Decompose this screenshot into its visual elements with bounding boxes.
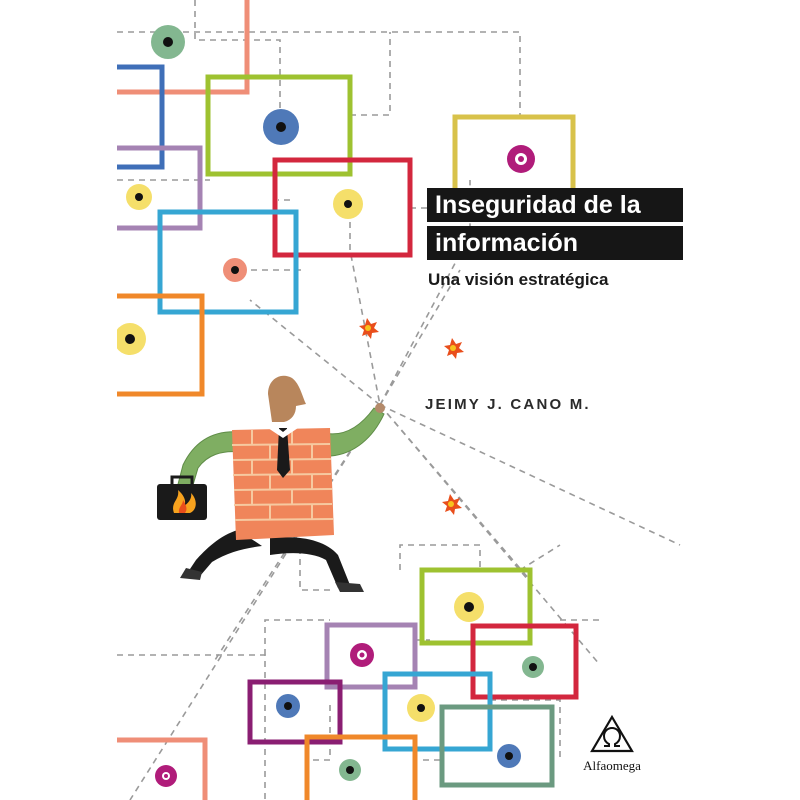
book-title-line-1: Inseguridad de la <box>427 188 683 222</box>
alfaomega-omega-icon <box>590 714 634 753</box>
publisher-name: Alfaomega <box>583 758 641 773</box>
book-author: JEIMY J. CANO M. <box>425 396 591 413</box>
node-dots-bottom <box>155 592 544 787</box>
book-subtitle: Una visión estratégica <box>428 270 609 289</box>
node-dots-top <box>117 25 535 355</box>
network-nodes-bottom <box>117 567 579 800</box>
publisher-logo: Alfaomega <box>567 714 657 774</box>
fire-spark-icon <box>359 318 464 515</box>
cover-illustration <box>117 0 681 800</box>
book-title-line-2: información <box>427 226 683 260</box>
network-lines <box>117 0 681 800</box>
running-man-illustration <box>157 375 385 592</box>
network-nodes-top <box>117 0 576 397</box>
book-cover: Inseguridad de la información Una visión… <box>117 0 683 800</box>
